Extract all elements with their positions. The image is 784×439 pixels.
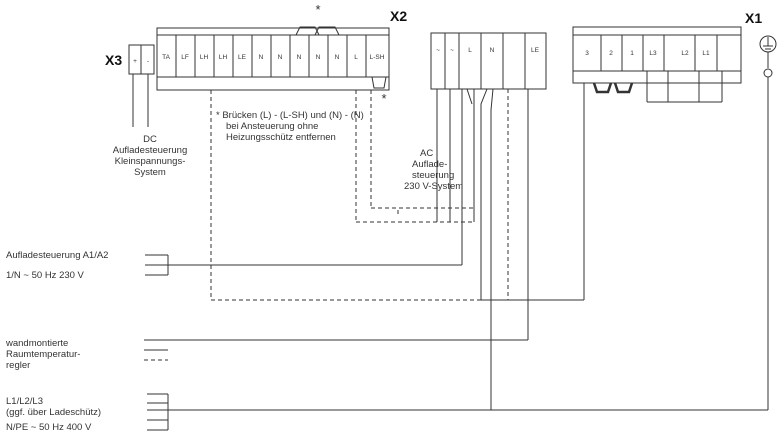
x2-terminal: L bbox=[354, 54, 358, 61]
x1-terminal: L1 bbox=[702, 50, 710, 57]
ac-note: AC Auflade- steuerung 230 V-System bbox=[404, 148, 464, 192]
x2-terminal: LF bbox=[181, 54, 189, 61]
bridge-note: * Brücken (L) - (L-SH) und (N) - (N) bei… bbox=[216, 110, 364, 143]
x2-terminal: N bbox=[297, 54, 302, 61]
x3-terminal-minus: - bbox=[147, 58, 149, 65]
a1a2-label: Aufladesteuerung A1/A2 1/N ~ 50 Hz 230 V bbox=[6, 250, 109, 281]
x2-header: X2 bbox=[390, 8, 408, 24]
x3-terminal-plus: + bbox=[133, 58, 137, 65]
x2-terminal: TA bbox=[162, 54, 170, 61]
x1-terminal: L3 bbox=[649, 50, 657, 57]
room-regulator-label: wandmontierte Raumtemperatur- regler bbox=[6, 338, 81, 371]
mid-terminal: N bbox=[490, 47, 495, 54]
x2-terminal: N bbox=[259, 54, 264, 61]
x1-header: X1 bbox=[745, 10, 763, 26]
x2-terminal: LE bbox=[238, 54, 247, 61]
x3-header: X3 bbox=[105, 52, 123, 68]
dc-note: DC Aufladesteuerung Kleinspannungs- Syst… bbox=[112, 134, 188, 178]
x1-terminal: 3 bbox=[585, 50, 589, 57]
bridge-asterisk: * bbox=[381, 91, 386, 106]
supply-label: L1/L2/L3 (ggf. über Ladeschütz) N/PE ~ 5… bbox=[6, 396, 102, 433]
x1-terminal: 1 bbox=[630, 50, 634, 57]
mid-terminal: LE bbox=[531, 47, 540, 54]
x2-terminal: N bbox=[316, 54, 321, 61]
mid-terminal: ~ bbox=[436, 47, 440, 54]
x2-terminal: N bbox=[278, 54, 283, 61]
x2-terminal: LH bbox=[219, 54, 228, 61]
x1-terminal: 2 bbox=[609, 50, 613, 57]
x1-terminal: L2 bbox=[681, 50, 689, 57]
mid-terminal: L bbox=[468, 47, 472, 54]
x2-terminal: L-SH bbox=[370, 54, 385, 61]
bridge-asterisk: * bbox=[315, 2, 320, 17]
x2-terminal: LH bbox=[200, 54, 209, 61]
x2-terminal: N bbox=[335, 54, 340, 61]
mid-terminal: ~ bbox=[450, 47, 454, 54]
